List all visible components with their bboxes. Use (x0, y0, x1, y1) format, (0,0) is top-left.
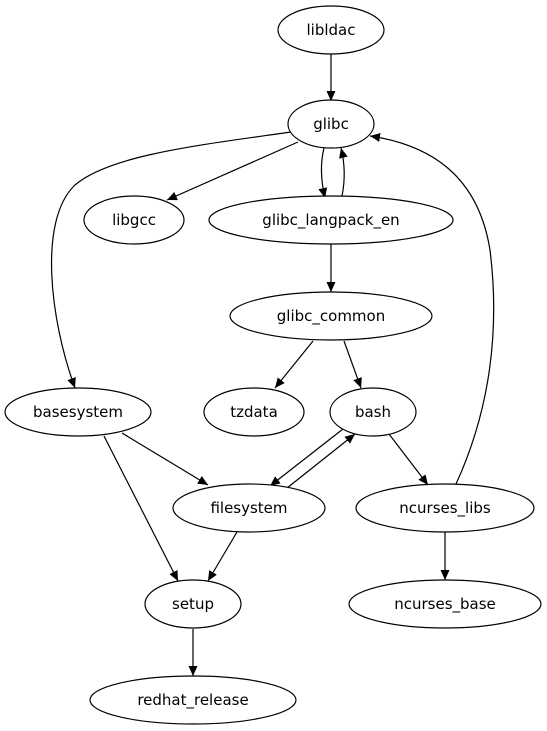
node-libgcc: libgcc (83, 195, 185, 245)
nodes: libldac glibc libgcc glibc_langpack_en g… (4, 5, 542, 725)
edge-filesystem-bash (281, 433, 356, 493)
node-label-glibc: glibc (313, 115, 349, 133)
node-glibc-langpack-en: glibc_langpack_en (208, 195, 454, 245)
node-bash: bash (329, 387, 417, 437)
node-label-tzdata: tzdata (230, 403, 278, 421)
edge-glibc-glibc-langpack-en (318, 147, 328, 199)
edges (50, 54, 495, 676)
node-label-ncurses-base: ncurses_base (394, 595, 496, 614)
edge-bash-filesystem (269, 428, 344, 487)
node-label-libldac: libldac (307, 21, 356, 39)
node-libldac: libldac (277, 5, 385, 55)
node-ncurses-base: ncurses_base (348, 579, 542, 629)
edge-glibc-langpack-en-glibc (339, 147, 348, 197)
node-label-redhat-release: redhat_release (137, 691, 248, 710)
node-redhat-release: redhat_release (89, 675, 297, 725)
node-label-ncurses-libs: ncurses_libs (399, 499, 491, 518)
node-label-bash: bash (355, 403, 391, 421)
node-label-filesystem: filesystem (210, 499, 287, 517)
node-filesystem: filesystem (172, 483, 326, 533)
node-label-libgcc: libgcc (112, 211, 156, 229)
node-tzdata: tzdata (203, 387, 305, 437)
node-label-glibc-common: glibc_common (277, 307, 385, 326)
edge-basesystem-filesystem (121, 432, 209, 486)
node-label-glibc-langpack-en: glibc_langpack_en (262, 211, 399, 230)
edge-bash-ncurses-libs (388, 433, 429, 486)
node-setup: setup (144, 579, 242, 629)
edge-glibc-common-bash (343, 340, 362, 389)
edge-glibc-basesystem (50, 131, 292, 389)
edge-glibc-libgcc (166, 141, 299, 201)
node-label-basesystem: basesystem (33, 403, 123, 421)
node-glibc: glibc (287, 99, 375, 149)
edge-ncurses-libs-glibc (369, 133, 495, 485)
edge-glibc-common-tzdata (274, 340, 314, 389)
node-ncurses-libs: ncurses_libs (355, 483, 535, 533)
node-basesystem: basesystem (4, 387, 152, 437)
edge-filesystem-setup (207, 531, 238, 582)
node-glibc-common: glibc_common (229, 291, 433, 341)
node-label-setup: setup (172, 595, 214, 613)
edge-basesystem-setup (103, 435, 179, 582)
